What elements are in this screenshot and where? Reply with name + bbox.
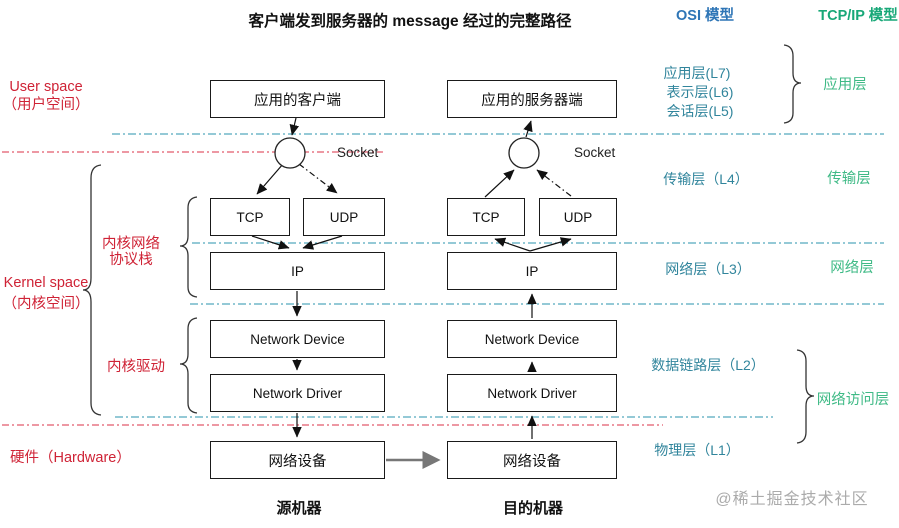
- user-space-label-en: User space: [9, 79, 83, 95]
- osi-layer-l6: 表示层(L6): [666, 84, 734, 100]
- server-flow-arrows: [484, 120, 572, 439]
- protocol-stack-brace: [179, 196, 198, 298]
- user-space-label-cn: （用户空间）: [2, 97, 90, 113]
- arrow-udp-to-ip: [302, 235, 343, 250]
- client-socket-label: Socket: [337, 145, 379, 160]
- osi-model-header: OSI 模型: [675, 8, 735, 24]
- server-tcp-box: TCP: [447, 198, 525, 236]
- arrow-tcp-to-socket: [484, 169, 515, 198]
- server-app-box: 应用的服务器端: [447, 80, 617, 118]
- server-network-driver-box: Network Driver: [447, 374, 617, 412]
- arrow-tcp-to-ip: [251, 235, 290, 250]
- kernel-driver-brace: [179, 317, 198, 414]
- tcpip-layer-transport: 传输层: [827, 171, 871, 187]
- server-network-device-box: Network Device: [447, 320, 617, 358]
- osi-layer-l7: 应用层(L7): [663, 65, 731, 81]
- osi-layer-l3: 网络层（L3）: [665, 261, 751, 277]
- tcpip-layer-application: 应用层: [823, 77, 867, 93]
- kernel-space-brace: [82, 164, 102, 416]
- kernel-driver-label: 内核驱动: [107, 359, 165, 375]
- kernel-space-label-cn: （内核空间）: [2, 296, 90, 312]
- client-socket-circle: [274, 137, 306, 169]
- network-access-brace: [796, 349, 815, 444]
- braces: [82, 44, 815, 444]
- client-app-box: 应用的客户端: [210, 80, 385, 118]
- kernel-stack-label-line2: 协议栈: [109, 252, 153, 268]
- application-layer-brace: [783, 44, 802, 124]
- arrow-udp-to-socket-dashed: [536, 169, 572, 197]
- server-udp-box: UDP: [539, 198, 617, 236]
- arrow-socket-to-serverapp: [523, 120, 533, 138]
- osi-layer-l2: 数据链路层（L2）: [651, 357, 765, 373]
- tcpip-layer-access: 网络访问层: [816, 392, 890, 408]
- client-network-device-box: Network Device: [210, 320, 385, 358]
- arrow-ip-to-tcp: [494, 237, 531, 252]
- server-nic-box: 网络设备: [447, 441, 617, 479]
- osi-layer-l4: 传输层（L4）: [663, 171, 749, 187]
- hardware-label: 硬件（Hardware）: [10, 450, 131, 466]
- watermark: @稀土掘金技术社区: [715, 491, 869, 508]
- server-socket-label: Socket: [574, 145, 616, 160]
- space-divider-red-lines: [2, 151, 663, 426]
- arrow-socket-to-tcp: [256, 163, 284, 195]
- client-ip-box: IP: [210, 252, 385, 290]
- arrow-ip-to-udp: [529, 237, 572, 252]
- client-nic-box: 网络设备: [210, 441, 385, 479]
- client-flow-arrows: [251, 117, 343, 438]
- arrow-socket-to-udp-dashed: [298, 163, 338, 194]
- client-tcp-box: TCP: [210, 198, 290, 236]
- kernel-stack-label-line1: 内核网络: [102, 236, 160, 252]
- osi-layer-l5: 会话层(L5): [666, 103, 734, 119]
- server-ip-box: IP: [447, 252, 617, 290]
- kernel-space-label-en: Kernel space: [3, 275, 89, 291]
- dest-machine-label: 目的机器: [502, 500, 564, 517]
- source-machine-label: 源机器: [276, 500, 322, 517]
- tcpip-layer-network: 网络层: [830, 260, 874, 276]
- client-network-driver-box: Network Driver: [210, 374, 385, 412]
- server-socket-circle: [508, 137, 540, 169]
- client-udp-box: UDP: [303, 198, 385, 236]
- arrow-clientapp-to-socket: [289, 117, 300, 136]
- tcpip-model-header: TCP/IP 模型: [818, 8, 898, 24]
- osi-layer-l1: 物理层（L1）: [654, 442, 740, 458]
- diagram-title: 客户端发到服务器的 message 经过的完整路径: [248, 13, 572, 30]
